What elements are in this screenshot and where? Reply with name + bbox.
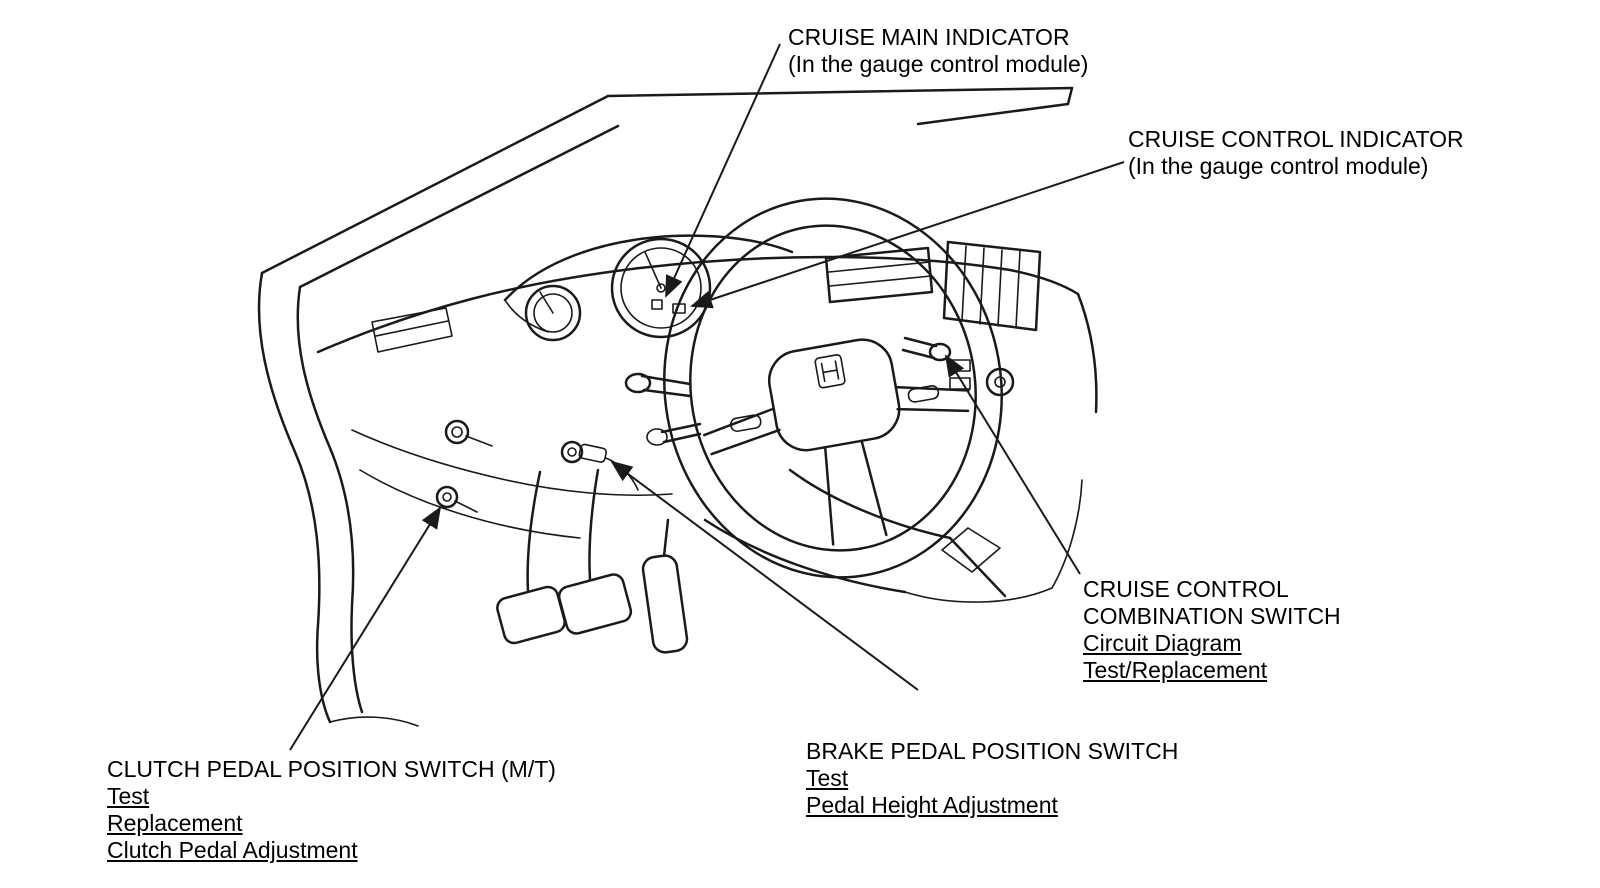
link-clutch-test[interactable]: Test	[107, 783, 150, 809]
a-pillar	[257, 94, 620, 727]
link-clutch-pedal-adjustment[interactable]: Clutch Pedal Adjustment	[107, 837, 358, 863]
leader-cruise-control-indicator	[690, 161, 1125, 309]
leader-lines	[289, 43, 1125, 751]
steering-column-stalks	[624, 336, 952, 446]
callout-cruise-control-indicator: CRUISE CONTROL INDICATOR (In the gauge c…	[1128, 126, 1464, 180]
link-brake-test[interactable]: Test	[806, 765, 849, 791]
link-circuit-diagram[interactable]: Circuit Diagram	[1083, 630, 1242, 656]
link-pedal-height-adjustment[interactable]: Pedal Height Adjustment	[806, 792, 1058, 818]
cruise-control-indicator-subtitle: (In the gauge control module)	[1128, 153, 1429, 179]
cruise-main-indicator-title: CRUISE MAIN INDICATOR	[788, 24, 1070, 50]
leader-cruise-main-indicator	[665, 43, 781, 298]
center-console	[703, 468, 1083, 603]
accelerator-pedal	[641, 554, 689, 654]
cruise-main-indicator-icon	[651, 299, 663, 310]
callout-cruise-combination-switch: CRUISE CONTROL COMBINATION SWITCH Circui…	[1083, 576, 1341, 684]
leader-brake-pedal-switch	[610, 460, 919, 691]
leader-clutch-pedal-switch	[289, 506, 442, 751]
cruise-main-indicator-subtitle: (In the gauge control module)	[788, 51, 1089, 77]
clutch-pedal	[496, 585, 566, 645]
center-vents	[824, 240, 1042, 397]
brake-pedal-position-switch	[560, 440, 639, 491]
clutch-pedal-switch-title: CLUTCH PEDAL POSITION SWITCH (M/T)	[107, 756, 556, 782]
cruise-combination-switch-title-line1: CRUISE CONTROL	[1083, 576, 1289, 602]
brake-pedal	[557, 573, 633, 635]
instrument-cluster	[524, 237, 712, 342]
pedal-switches	[435, 419, 639, 513]
callout-clutch-pedal-switch: CLUTCH PEDAL POSITION SWITCH (M/T) Test …	[107, 756, 556, 864]
brake-pedal-switch-title: BRAKE PEDAL POSITION SWITCH	[806, 738, 1179, 764]
windshield-edge	[606, 86, 1074, 126]
link-test-replacement[interactable]: Test/Replacement	[1083, 657, 1268, 683]
shift-boot	[941, 527, 1001, 573]
cruise-combination-switch-title-line2: COMBINATION SWITCH	[1083, 603, 1341, 629]
cruise-combination-switch	[901, 336, 952, 362]
callout-cruise-main-indicator: CRUISE MAIN INDICATOR (In the gauge cont…	[788, 24, 1088, 78]
steering-wheel	[663, 197, 1003, 579]
callout-brake-pedal-switch: BRAKE PEDAL POSITION SWITCH Test Pedal H…	[806, 738, 1178, 819]
clutch-pedal-position-switch	[435, 419, 493, 513]
cruise-control-indicator-title: CRUISE CONTROL INDICATOR	[1128, 126, 1464, 152]
pedals	[496, 468, 689, 654]
steering-emblem	[814, 354, 846, 389]
link-clutch-replacement[interactable]: Replacement	[107, 810, 243, 836]
leader-cruise-combination-switch	[944, 354, 1081, 575]
dashboard	[316, 234, 1098, 539]
